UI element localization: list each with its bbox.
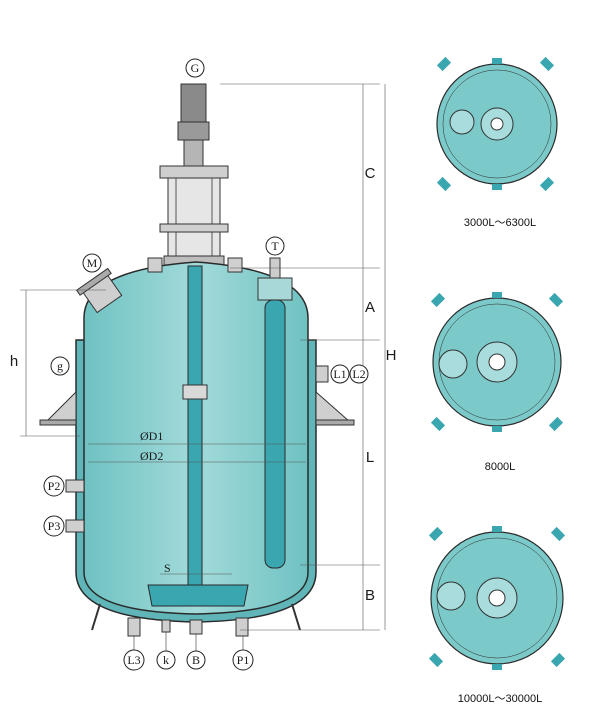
dim-a: A <box>365 299 375 316</box>
thermometer-flange <box>257 277 293 301</box>
thermometer-well <box>264 299 286 569</box>
nozzle-p3 <box>65 519 85 533</box>
label-l3: L3 <box>127 653 140 667</box>
dim-d2: ØD2 <box>140 449 163 463</box>
gearbox <box>183 139 204 169</box>
agitator-shaft <box>187 265 203 597</box>
label-p3: P3 <box>48 519 61 533</box>
dim-d1: ØD1 <box>140 429 163 443</box>
label-sight-glass: g <box>57 359 63 373</box>
label-p2: P2 <box>48 479 61 493</box>
top-view-1: 3000L～6300L <box>436 56 558 229</box>
label-l2: L2 <box>352 367 365 381</box>
nozzle-p1 <box>235 617 249 637</box>
caption-top-view-1: 3000L～6300L <box>464 217 536 229</box>
top-view-3: 10000L～30000L <box>428 526 566 705</box>
vessel-labels: G M T g L1 L2 P2 P3 L3 k B P1 C A L B H … <box>10 58 397 671</box>
label-k: k <box>163 653 169 667</box>
nozzle-b <box>189 619 203 635</box>
label-l1: L1 <box>333 367 346 381</box>
nozzle-l1 <box>315 365 329 383</box>
nozzle-p2 <box>65 479 85 493</box>
caption-top-view-3: 10000L～30000L <box>458 693 542 705</box>
motor <box>180 83 207 125</box>
main-vessel <box>20 83 386 637</box>
dim-l: L <box>366 449 374 466</box>
top-view-2: 8000L <box>430 292 564 473</box>
dim-s: S <box>164 561 171 575</box>
shaft-coupling <box>182 384 208 400</box>
dim-h-small: h <box>10 353 18 370</box>
label-b: B <box>192 653 200 667</box>
dim-h: H <box>386 347 397 364</box>
label-manhole: M <box>87 256 98 270</box>
nozzle-k <box>161 619 171 633</box>
label-thermometer: T <box>271 239 279 253</box>
drive-frame-top <box>159 165 229 179</box>
label-g-motor: G <box>191 61 200 75</box>
impeller <box>147 584 249 607</box>
nozzle-l3 <box>127 617 141 637</box>
motor-base <box>177 121 210 141</box>
dim-c: C <box>365 165 376 182</box>
caption-top-view-2: 8000L <box>485 461 516 473</box>
support-lug-left <box>44 390 77 423</box>
dim-b: B <box>365 587 375 604</box>
drive-frame <box>167 177 221 257</box>
label-p1: P1 <box>237 653 250 667</box>
support-lug-right <box>315 390 352 423</box>
